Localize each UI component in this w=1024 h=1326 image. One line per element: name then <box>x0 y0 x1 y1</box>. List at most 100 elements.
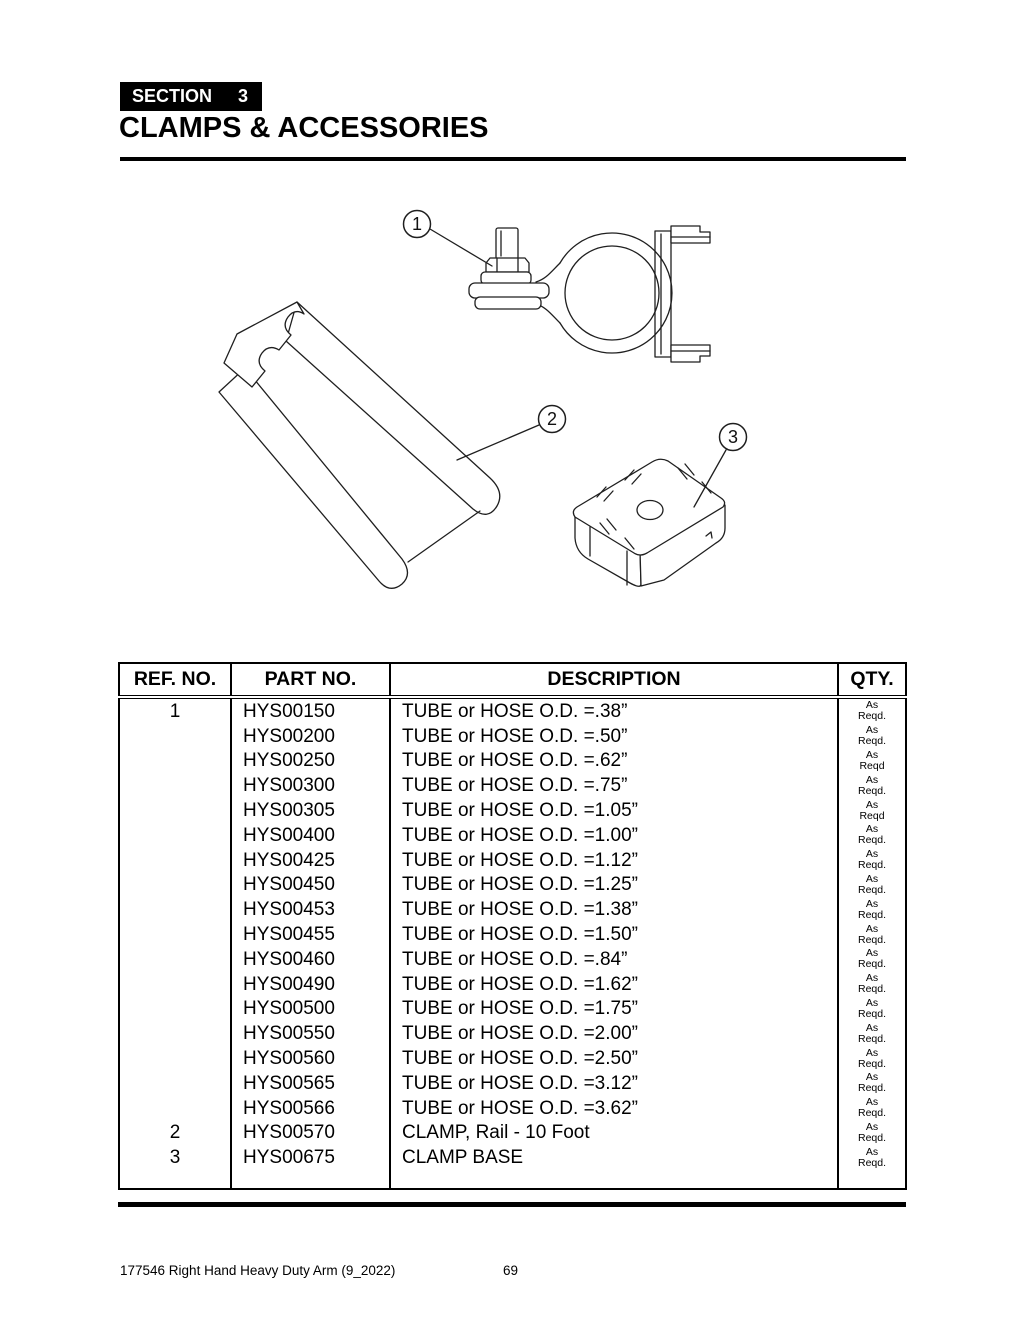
page-bottom-rule <box>118 1202 906 1207</box>
part-no-cell: HYS00570 <box>230 1120 391 1146</box>
part-no-cell: HYS00566 <box>230 1095 391 1121</box>
description-cell: TUBE or HOSE O.D. =1.75” <box>389 996 839 1022</box>
part-no-cell: HYS00453 <box>230 897 391 923</box>
ref-no-cell <box>118 946 232 972</box>
callout-2-label: 2 <box>547 409 557 429</box>
description-cell: TUBE or HOSE O.D. =.62” <box>389 748 839 774</box>
part-no-cell: HYS00675 <box>230 1145 391 1171</box>
footer-doc-ref: 177546 Right Hand Heavy Duty Arm (9_2022… <box>120 1263 396 1278</box>
ref-no-cell <box>118 971 232 997</box>
description-cell: TUBE or HOSE O.D. =.38” <box>389 697 839 724</box>
part-no-cell: HYS00300 <box>230 773 391 799</box>
part-no-cell: HYS00455 <box>230 922 391 947</box>
table-header-row: REF. NO. PART NO. DESCRIPTION QTY. <box>118 663 907 699</box>
description-cell: TUBE or HOSE O.D. =2.00” <box>389 1021 839 1047</box>
section-label: SECTION <box>132 86 213 106</box>
description-cell: TUBE or HOSE O.D. =.75” <box>389 773 839 799</box>
ref-no-cell <box>118 872 232 898</box>
description-header: DESCRIPTION <box>389 663 839 699</box>
page-title: CLAMPS & ACCESSORIES <box>119 112 489 144</box>
callout-3-circle <box>718 422 748 452</box>
description-cell: TUBE or HOSE O.D. =1.50” <box>389 922 839 947</box>
rail-drawing <box>218 301 501 589</box>
ref-no-cell <box>118 1070 232 1096</box>
callout-3-label: 3 <box>728 427 738 447</box>
ref-no-cell <box>118 798 232 823</box>
part-no-cell: HYS00460 <box>230 946 391 972</box>
part-no-cell: HYS00550 <box>230 1021 391 1047</box>
clamp-drawing <box>468 225 711 363</box>
description-cell: TUBE or HOSE O.D. =3.62” <box>389 1095 839 1121</box>
table-filler-row <box>118 1170 907 1190</box>
section-badge: SECTION 3 <box>120 82 263 111</box>
ref-no-cell <box>118 996 232 1022</box>
callout-3: 3 <box>693 422 748 508</box>
part-no-cell: HYS00500 <box>230 996 391 1022</box>
callout-1-label: 1 <box>412 214 422 234</box>
part-no-cell: HYS00565 <box>230 1070 391 1096</box>
ref-no-cell: 1 <box>118 697 232 724</box>
description-cell: TUBE or HOSE O.D. =1.05” <box>389 798 839 823</box>
callout-1-circle <box>402 209 432 239</box>
ref-no-cell <box>118 922 232 947</box>
description-cell: CLAMP, Rail - 10 Foot <box>389 1120 839 1146</box>
ref-no-header: REF. NO. <box>118 663 232 699</box>
part-no-cell: HYS00560 <box>230 1046 391 1071</box>
part-no-cell: HYS00200 <box>230 723 391 749</box>
description-cell: TUBE or HOSE O.D. =1.25” <box>389 872 839 898</box>
description-cell: CLAMP BASE <box>389 1145 839 1171</box>
part-no-cell: HYS00305 <box>230 798 391 823</box>
description-cell: TUBE or HOSE O.D. =.84” <box>389 946 839 972</box>
callout-1: 1 <box>402 209 493 267</box>
ref-no-cell <box>118 1021 232 1047</box>
parts-table: REF. NO. PART NO. DESCRIPTION QTY. 1 HYS… <box>118 662 907 1191</box>
description-cell: TUBE or HOSE O.D. =1.12” <box>389 847 839 873</box>
callout-2: 2 <box>456 404 567 461</box>
qty-header: QTY. <box>837 663 907 699</box>
ref-no-cell: 3 <box>118 1145 232 1171</box>
parts-diagram: 1 2 3 <box>218 209 748 589</box>
description-cell: TUBE or HOSE O.D. =1.38” <box>389 897 839 923</box>
part-no-cell: HYS00425 <box>230 847 391 873</box>
footer-page-number: 69 <box>503 1263 519 1278</box>
part-no-cell: HYS00400 <box>230 822 391 848</box>
ref-no-cell <box>118 897 232 923</box>
ref-no-cell <box>118 1095 232 1121</box>
description-cell: TUBE or HOSE O.D. =.50” <box>389 723 839 749</box>
part-no-cell: HYS00150 <box>230 697 391 724</box>
ref-no-cell <box>118 773 232 799</box>
